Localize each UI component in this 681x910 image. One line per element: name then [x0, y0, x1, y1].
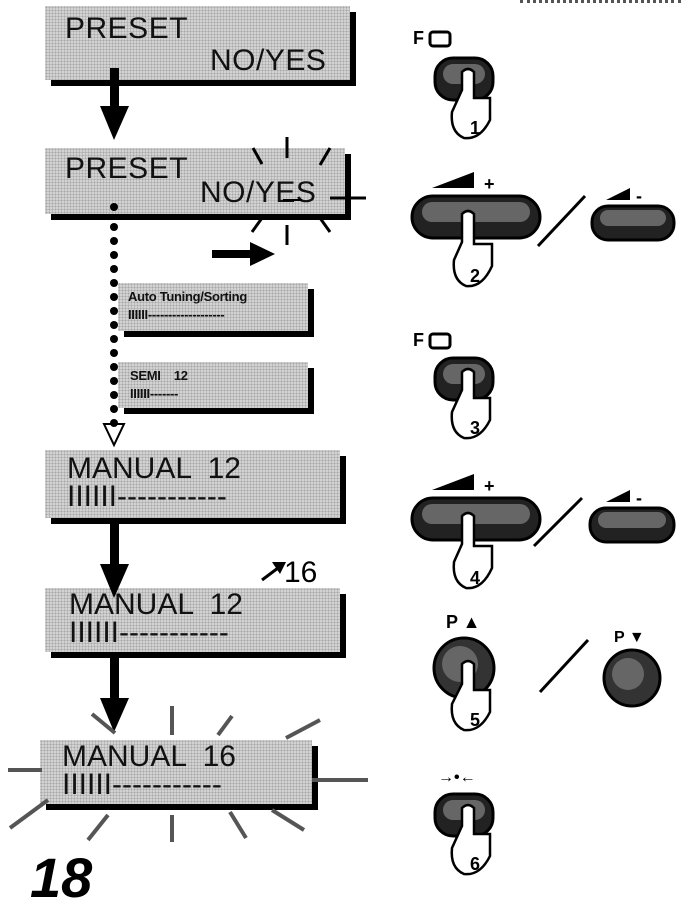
- function-button-1[interactable]: [430, 32, 493, 138]
- function-button-3-label: F: [413, 330, 424, 350]
- value-change-arrow: [262, 562, 286, 580]
- program-down-label: P ▼: [614, 629, 645, 646]
- program-down-button[interactable]: [604, 650, 660, 706]
- function-button-3[interactable]: [430, 334, 493, 438]
- step-number-3: 3: [470, 418, 480, 438]
- flow-arrow-2: [100, 518, 129, 598]
- volume-minus-button-step4[interactable]: [590, 490, 674, 542]
- volume-plus-label-4: +: [484, 476, 495, 496]
- volume-plus-label: +: [484, 174, 495, 194]
- yes-flash-lines: [252, 137, 366, 245]
- dotted-flow-line: [110, 203, 118, 427]
- program-up-label: P ▲: [446, 612, 481, 632]
- volume-minus-label-4: -: [636, 488, 642, 508]
- store-button-label: →•←: [438, 769, 476, 786]
- or-slash-5: [540, 640, 588, 692]
- step-number-4: 4: [470, 568, 480, 588]
- flow-arrow-1: [100, 68, 129, 140]
- function-button-1-label: F: [413, 28, 424, 48]
- volume-minus-button-step2[interactable]: [592, 188, 674, 240]
- step-number-5: 5: [470, 710, 480, 730]
- dotted-flow-arrowhead: [104, 424, 124, 445]
- step-number-2: 2: [470, 266, 480, 286]
- program-up-button[interactable]: [434, 638, 494, 730]
- final-flash-lines: [8, 706, 368, 842]
- flow-arrow-3: [100, 652, 129, 732]
- right-arrow: [212, 242, 275, 266]
- step-number-6: 6: [470, 854, 480, 874]
- step-number-1: 1: [470, 118, 480, 138]
- volume-minus-label: -: [636, 186, 642, 206]
- store-button[interactable]: [435, 794, 493, 874]
- or-slash-2: [538, 196, 585, 246]
- page-number: 18: [30, 845, 92, 910]
